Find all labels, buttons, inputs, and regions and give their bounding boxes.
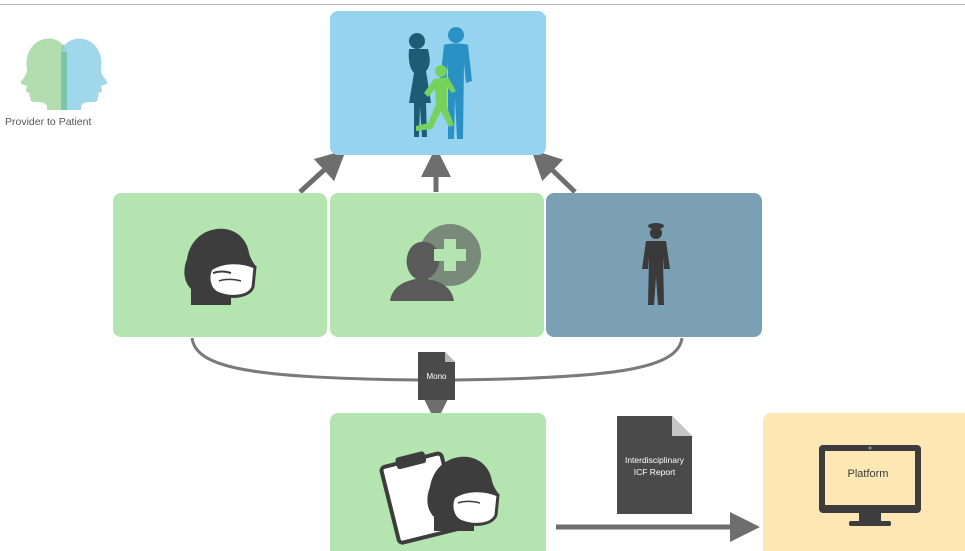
curve-patient-to-mono: [190, 337, 421, 382]
clipboard-masked-head-icon: [379, 451, 500, 545]
two-overlapping-heads-icon: [20, 38, 108, 110]
medical-provider-node: [330, 193, 544, 337]
officer-node: [546, 193, 762, 337]
patient-mask-node: [113, 193, 327, 337]
arrow-patient-to-family: [298, 149, 347, 194]
assessment-node: [330, 413, 546, 551]
standing-officer-icon: [642, 223, 670, 305]
platform-node: [763, 413, 965, 551]
arrow-officer-to-family: [531, 149, 577, 194]
mono-document: [418, 352, 455, 400]
icf-report-document: [617, 416, 692, 514]
platform-label: Platform: [847, 468, 889, 480]
family-node: [330, 11, 546, 155]
monitor-icon: [819, 445, 921, 526]
masked-head-icon: [184, 228, 257, 305]
top-divider: [0, 4, 965, 5]
family-silhouette-icon: [408, 27, 472, 139]
legend-label: Provider to Patient: [5, 116, 92, 128]
legend: [5, 30, 120, 140]
curve-officer-to-mono: [454, 337, 684, 382]
mono-label: Mono: [426, 372, 447, 381]
icf-report-label-line2: ICF Report: [633, 467, 676, 477]
person-plus-icon: [390, 224, 481, 301]
icf-report-label-line1: Interdisciplinary: [624, 455, 685, 465]
